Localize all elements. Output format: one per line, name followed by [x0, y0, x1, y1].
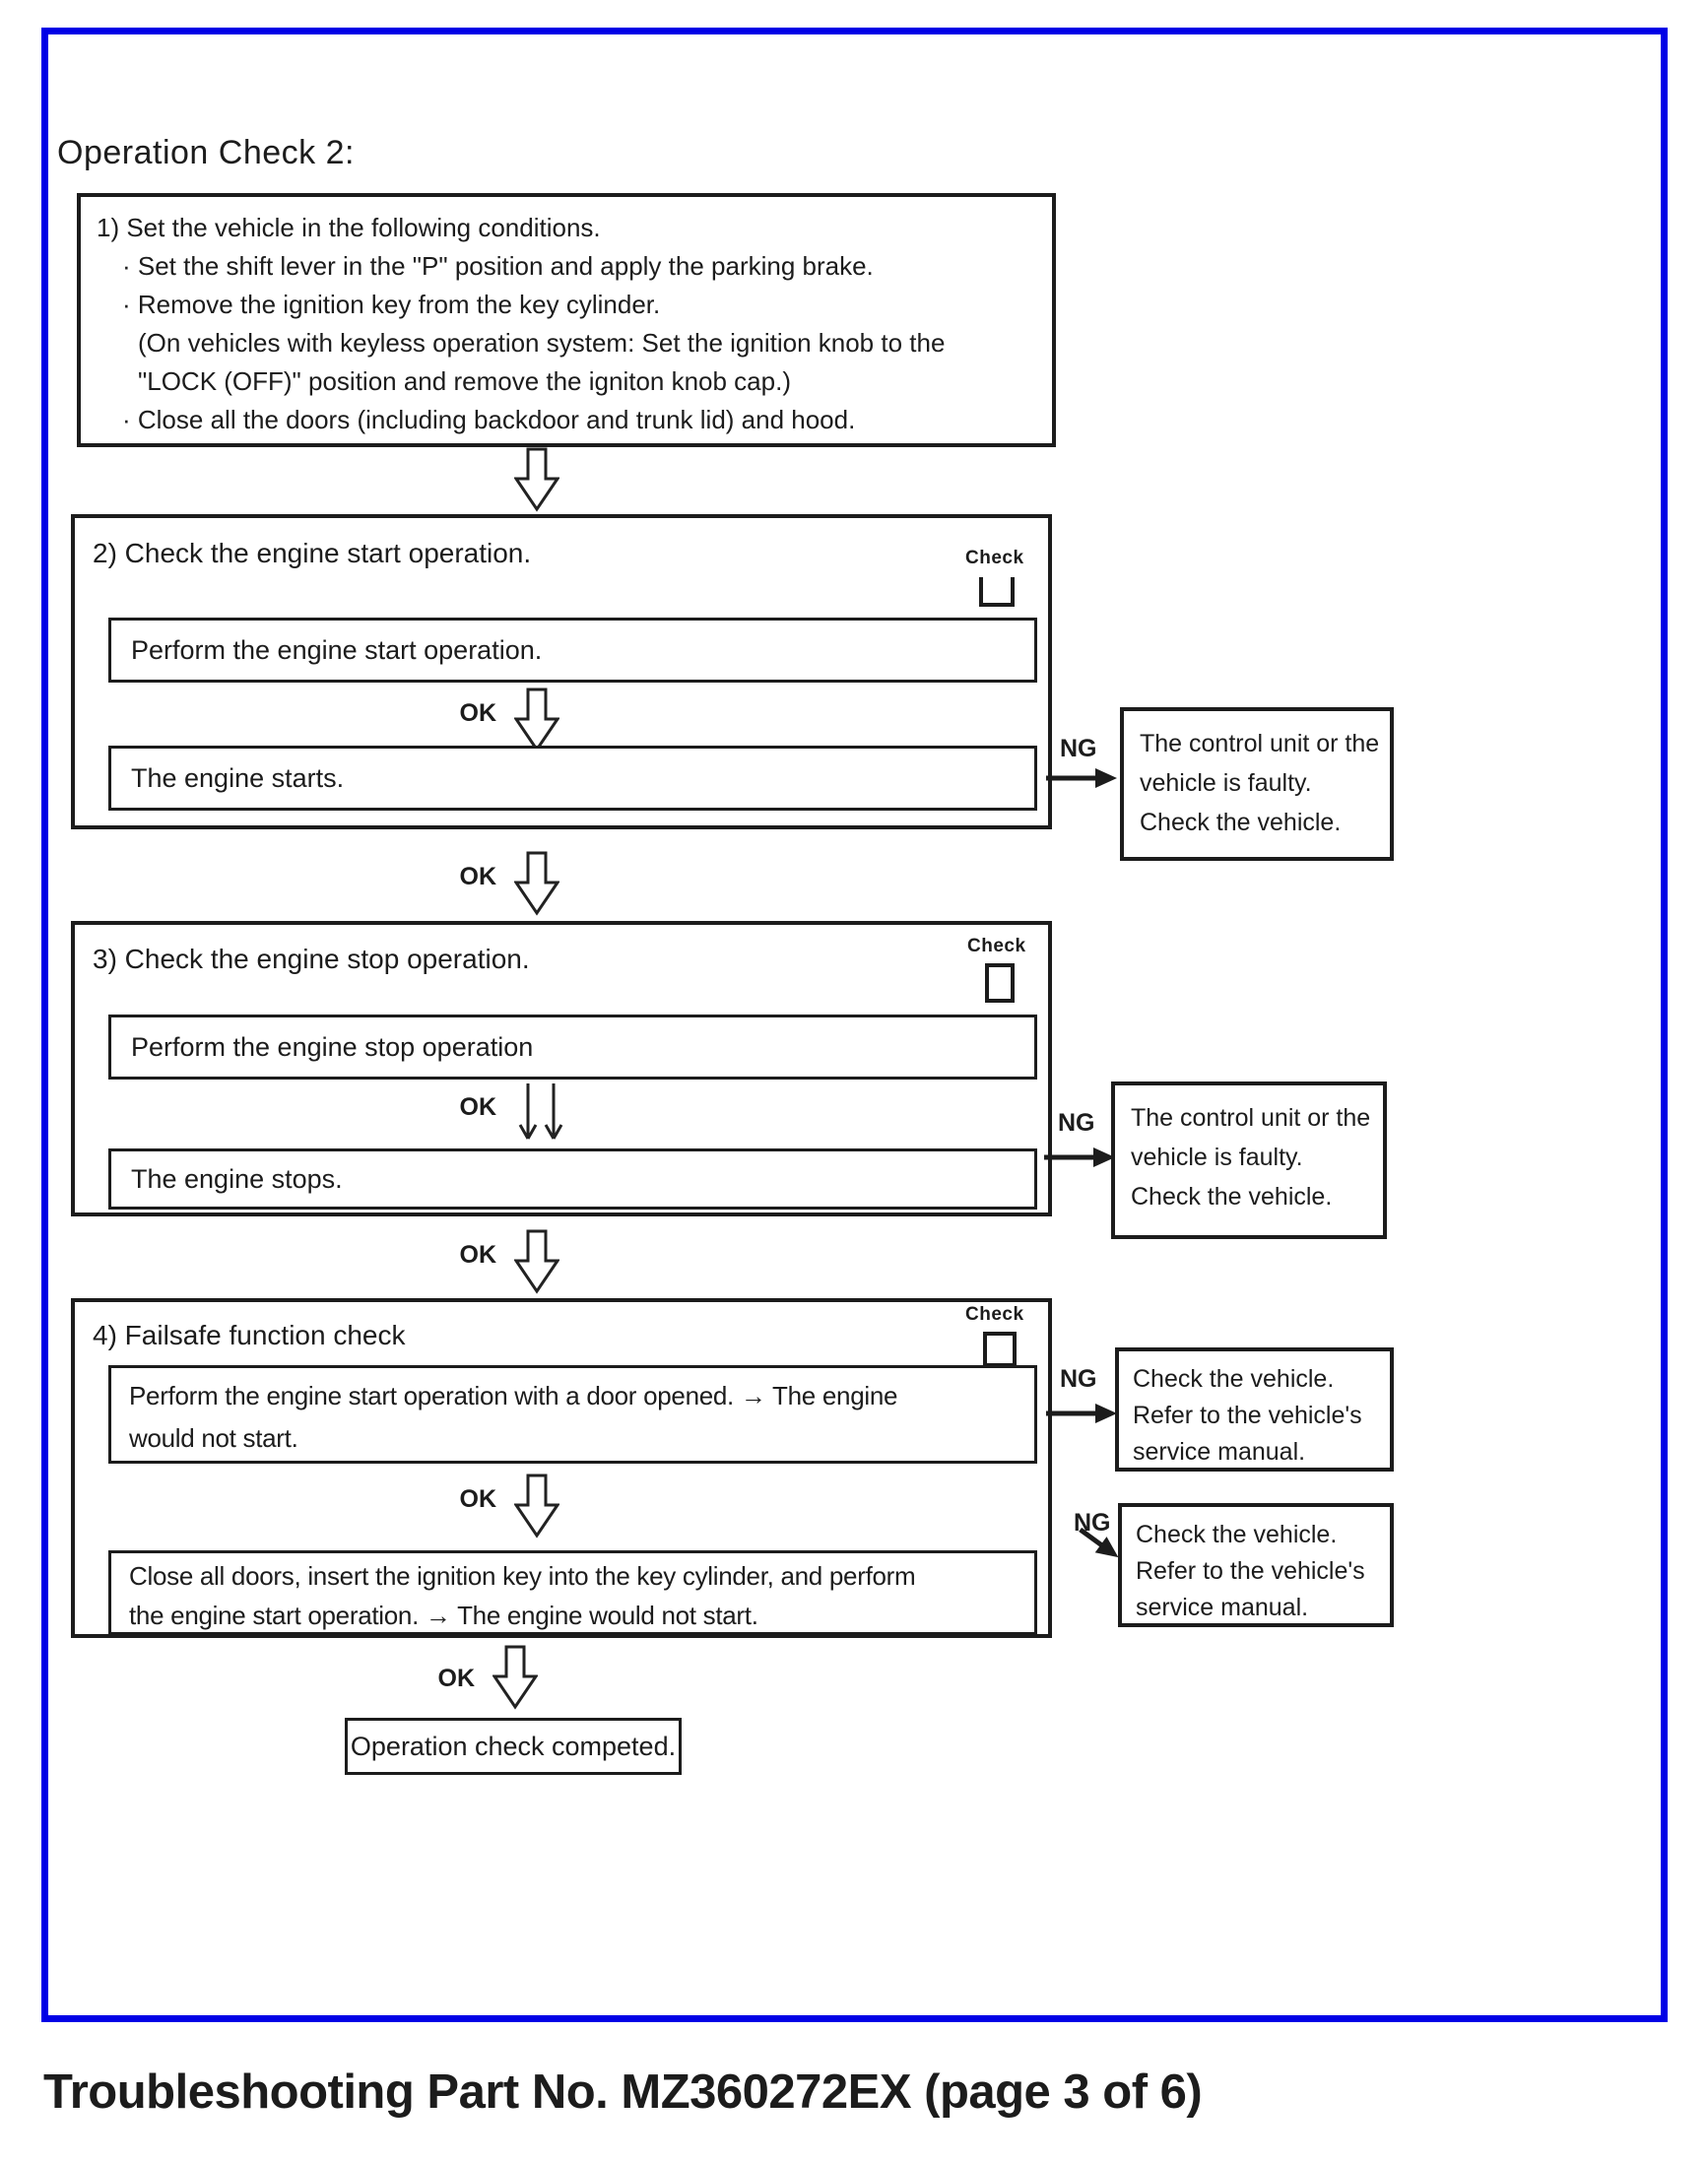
- step3-action-box: Perform the engine stop operation: [108, 1015, 1037, 1080]
- ng-right-arrow-icon: [1079, 1527, 1119, 1558]
- action-text-line: the engine start operation. → The engine…: [129, 1601, 758, 1630]
- operation-complete-box: Operation check competed.: [345, 1718, 682, 1775]
- step1-line: · Set the shift lever in the "P" positio…: [122, 251, 874, 281]
- ok-down-arrow-icon: [514, 1229, 559, 1294]
- ng-text-line: service manual.: [1136, 1594, 1309, 1621]
- ng-text-line: Check the vehicle.: [1136, 1521, 1338, 1548]
- ng-label: NG: [1058, 1109, 1095, 1137]
- ok-label: OK: [459, 699, 497, 727]
- ng-text-line: The control unit or the: [1131, 1104, 1371, 1132]
- step4-ng2-result-box: Check the vehicle. Refer to the vehicle'…: [1118, 1503, 1394, 1627]
- action-text-line: would not start.: [129, 1423, 298, 1453]
- ng-label: NG: [1060, 735, 1097, 762]
- step1-line: · Close all the doors (including backdoo…: [122, 405, 856, 434]
- ng-text-line: vehicle is faulty.: [1131, 1144, 1303, 1171]
- ng-text-line: service manual.: [1133, 1438, 1306, 1466]
- ok-label: OK: [459, 1485, 497, 1513]
- step1-line: · Remove the ignition key from the key c…: [122, 290, 661, 319]
- ng-text-line: Refer to the vehicle's: [1136, 1557, 1365, 1585]
- ng-label: NG: [1060, 1365, 1097, 1393]
- flow-down-arrow-icon: [514, 447, 559, 512]
- check-checkbox: [983, 1332, 1017, 1367]
- ok-label: OK: [459, 1241, 497, 1269]
- check-label: Check: [967, 936, 1026, 956]
- ok-down-arrow-icon: [514, 851, 559, 916]
- ok-down-arrow-icon: [514, 688, 559, 753]
- step3-ng-result-box: The control unit or the vehicle is fault…: [1111, 1081, 1387, 1239]
- check-checkbox: [985, 963, 1015, 1003]
- ok-down-arrow-icon: [493, 1645, 538, 1710]
- ng-text-line: Check the vehicle.: [1133, 1365, 1335, 1393]
- action-text-line: Perform the engine start operation with …: [129, 1381, 898, 1410]
- step3-result-box: The engine stops.: [108, 1148, 1037, 1210]
- ng-right-arrow-icon: [1044, 1147, 1115, 1167]
- check-checkbox: [979, 577, 1015, 607]
- step2-heading: 2) Check the engine start operation.: [93, 538, 532, 568]
- check-label: Check: [965, 548, 1024, 568]
- step2-ng-result-box: The control unit or the vehicle is fault…: [1120, 707, 1394, 861]
- check-label: Check: [965, 1304, 1024, 1325]
- ok-label: OK: [437, 1665, 476, 1692]
- ng-text-line: Check the vehicle.: [1140, 809, 1342, 836]
- step1-line: 1) Set the vehicle in the following cond…: [97, 213, 601, 242]
- ng-text-line: Refer to the vehicle's: [1133, 1402, 1362, 1429]
- ng-text-line: vehicle is faulty.: [1140, 769, 1312, 797]
- ok-down-arrow-icon: [514, 1474, 559, 1539]
- footer-caption: Troubleshooting Part No. MZ360272EX (pag…: [43, 2065, 1203, 2119]
- step1-conditions-box: 1) Set the vehicle in the following cond…: [77, 193, 1056, 447]
- step4-action2-box: Close all doors, insert the ignition key…: [108, 1550, 1037, 1635]
- ng-right-arrow-icon: [1046, 1404, 1117, 1423]
- ok-label: OK: [459, 1093, 497, 1121]
- page-title: Operation Check 2:: [57, 134, 355, 171]
- ng-text-line: Check the vehicle.: [1131, 1183, 1333, 1211]
- step4-ng1-result-box: Check the vehicle. Refer to the vehicle'…: [1115, 1347, 1394, 1472]
- step1-line: (On vehicles with keyless operation syst…: [138, 328, 946, 358]
- step3-heading: 3) Check the engine stop operation.: [93, 944, 530, 974]
- ok-label: OK: [459, 863, 497, 890]
- ng-text-line: The control unit or the: [1140, 730, 1380, 757]
- step2-result-box: The engine starts.: [108, 746, 1037, 811]
- page-border-frame: [41, 28, 1668, 2022]
- step4-heading: 4) Failsafe function check: [93, 1320, 406, 1350]
- ng-right-arrow-icon: [1046, 768, 1117, 788]
- action-text-line: Close all doors, insert the ignition key…: [129, 1561, 916, 1591]
- step4-action1-box: Perform the engine start operation with …: [108, 1365, 1037, 1464]
- step1-line: "LOCK (OFF)" position and remove the ign…: [138, 366, 791, 396]
- step2-action-box: Perform the engine start operation.: [108, 618, 1037, 683]
- ok-double-down-arrow-icon: [518, 1083, 563, 1140]
